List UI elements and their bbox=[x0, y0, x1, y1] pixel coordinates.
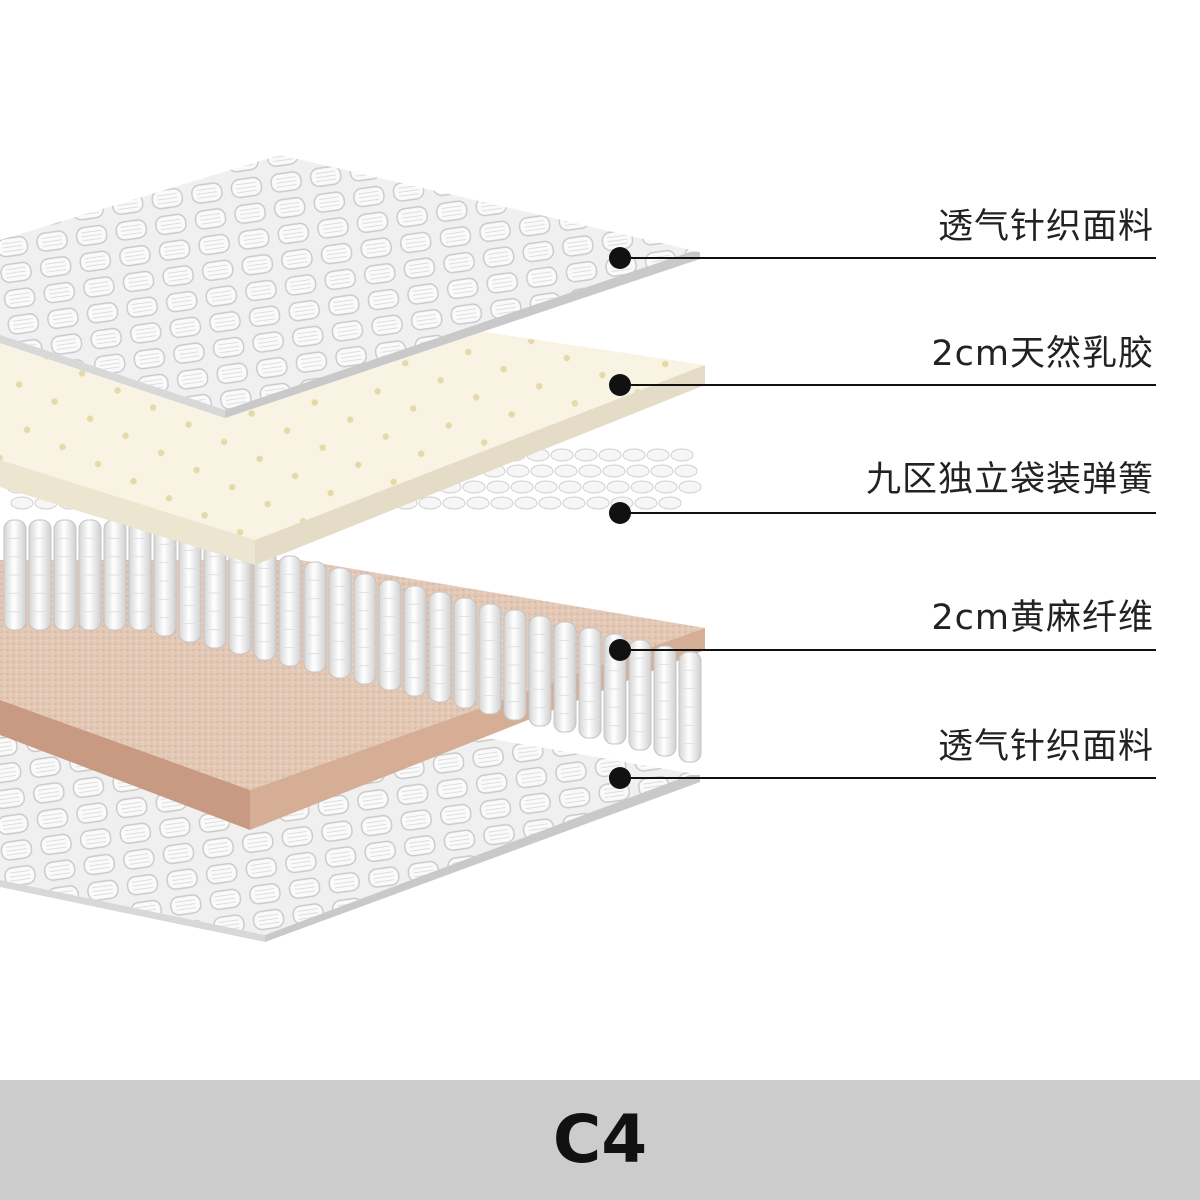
callout-lines bbox=[609, 247, 1156, 789]
label-bottom-fabric: 透气针织面料 bbox=[937, 727, 1154, 767]
layers-svg bbox=[0, 155, 1156, 942]
label-jute: 2cm黄麻纤维 bbox=[931, 598, 1154, 638]
callout-dot-2 bbox=[609, 502, 631, 524]
label-latex: 2cm天然乳胶 bbox=[931, 334, 1154, 374]
callout-dot-0 bbox=[609, 247, 631, 269]
callout-dot-1 bbox=[609, 374, 631, 396]
callout-dot-3 bbox=[609, 639, 631, 661]
model-bar: C4 bbox=[0, 1080, 1200, 1200]
callout-dot-4 bbox=[609, 767, 631, 789]
mattress-layers-illustration: 透气针织面料 2cm天然乳胶 九区独立袋装弹簧 2cm黄麻纤维 透气针织面料 bbox=[0, 155, 1156, 942]
label-springs: 九区独立袋装弹簧 bbox=[865, 460, 1154, 500]
model-code: C4 bbox=[552, 1101, 648, 1178]
label-top-fabric: 透气针织面料 bbox=[937, 207, 1154, 247]
top-fabric-layer bbox=[0, 155, 700, 418]
